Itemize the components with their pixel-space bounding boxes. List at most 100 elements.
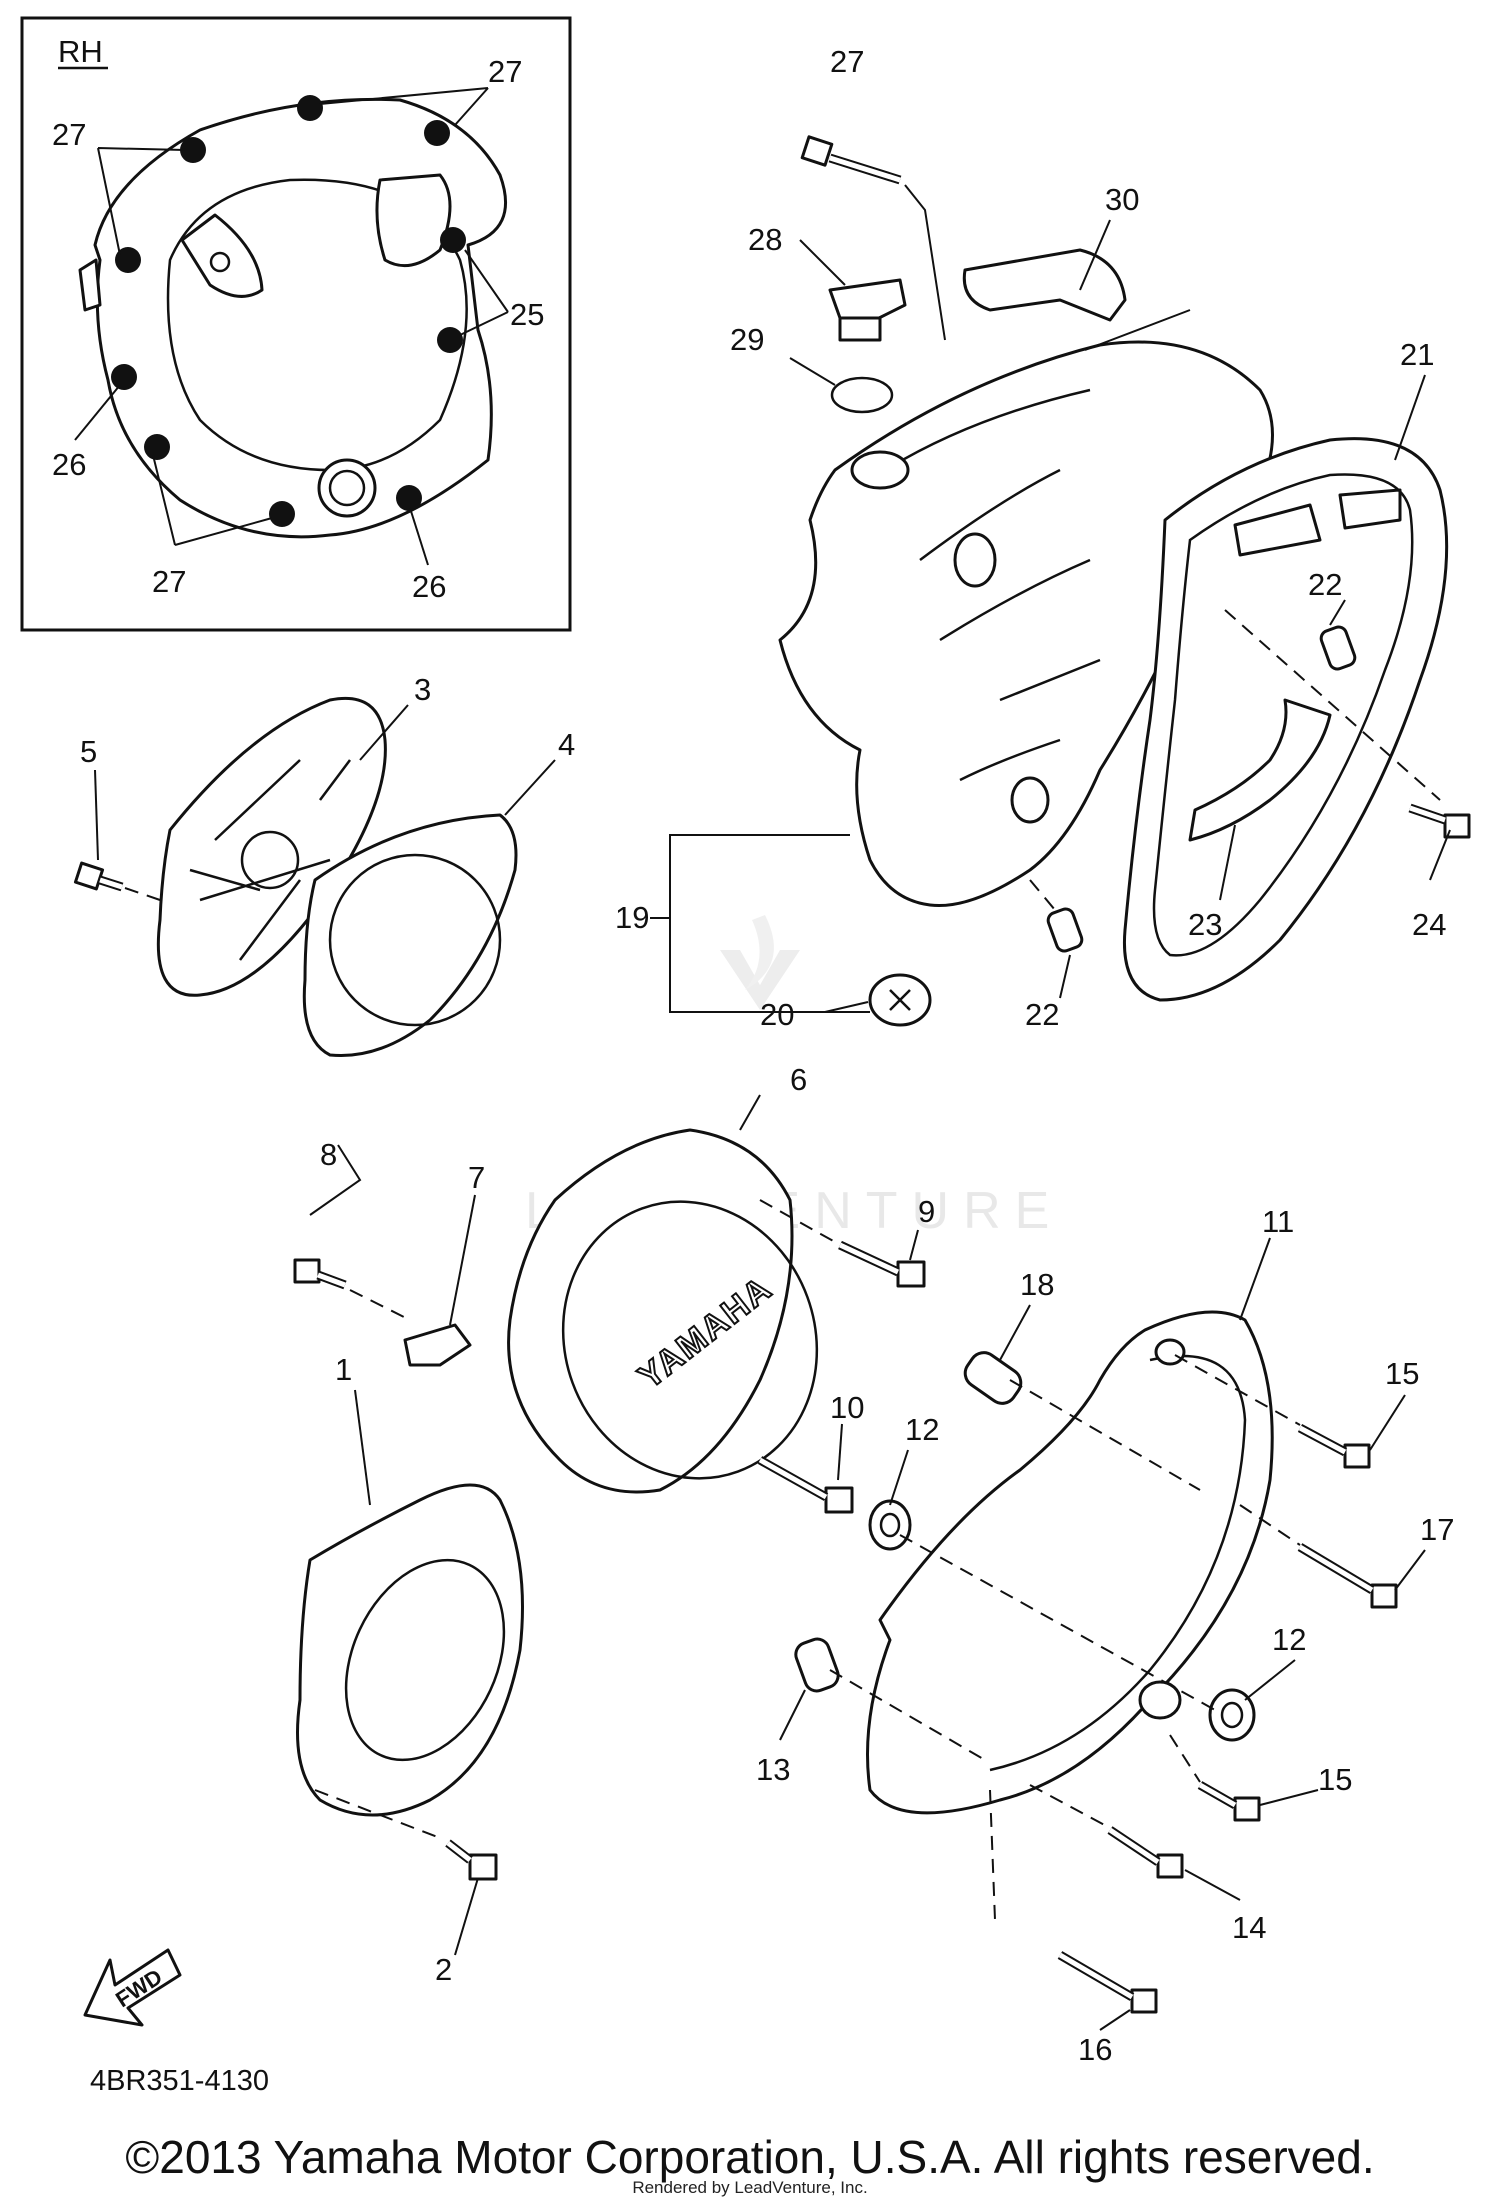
inset-callout-25: 25 [510, 297, 544, 332]
callout-10: 10 [830, 1390, 864, 1425]
callout-16: 16 [1078, 2032, 1112, 2067]
gasket-4-bore [328, 853, 502, 1027]
o-ring-29 [830, 376, 894, 414]
callout-15: 15 [1318, 1762, 1352, 1797]
gasket-21-inner [1152, 473, 1414, 957]
assembly-line [1029, 879, 1056, 911]
seal-12 [868, 1499, 912, 1551]
rh-inset: RH 27 27 25 26 27 26 [20, 16, 572, 632]
inset-leader [319, 87, 489, 126]
callout-5: 5 [80, 734, 97, 769]
inset-cover-opening [166, 178, 468, 472]
callout-30: 30 [1105, 182, 1139, 217]
cover-1-window [344, 1558, 506, 1762]
callout-24: 24 [1412, 907, 1446, 942]
callout-14: 14 [1232, 1910, 1266, 1945]
bolt-2 [314, 1789, 498, 1881]
copyright-notice: ©2013 Yamaha Motor Corporation, U.S.A. A… [125, 2131, 1375, 2183]
seal-12-inner [879, 1512, 901, 1538]
inset-bolt-dot [297, 95, 323, 121]
callout-19: 19 [615, 900, 649, 935]
inset-callout-27: 27 [488, 54, 522, 89]
bolt-15 [1197, 1781, 1261, 1822]
inset-bolt-dot [144, 434, 170, 460]
rendered-by-notice: Rendered by LeadVenture, Inc. [632, 2178, 868, 2197]
inset-bolt-dot [424, 120, 450, 146]
inset-callout-27: 27 [52, 117, 86, 152]
inset-leader [152, 454, 273, 546]
callout-12: 12 [905, 1412, 939, 1447]
bolt-14 [1107, 1826, 1184, 1879]
callout-6: 6 [790, 1062, 807, 1097]
inset-tab [78, 258, 102, 312]
assembly-line [989, 1789, 996, 1921]
inset-plug-inner [328, 469, 366, 507]
crankcase-cover-19 [778, 340, 1274, 908]
cover-1 [296, 1483, 524, 1817]
dowel-13 [794, 1637, 840, 1693]
assembly-line [1239, 1504, 1301, 1546]
bolt-16 [1057, 1951, 1158, 2014]
assembly-line [1009, 1379, 1201, 1491]
callout-9: 9 [918, 1194, 935, 1229]
plate-3-hub [240, 830, 300, 890]
callout-1: 1 [335, 1352, 352, 1387]
callout-13: 13 [756, 1752, 790, 1787]
inset-bolt-dot [180, 137, 206, 163]
inset-callout-26: 26 [412, 569, 446, 604]
inset-label: RH [58, 34, 103, 69]
fwd-arrow-icon: FWD [83, 1948, 182, 2027]
bolt-5 [73, 861, 161, 901]
callout-15: 15 [1385, 1356, 1419, 1391]
callout-7: 7 [468, 1160, 485, 1195]
callout-2: 2 [435, 1952, 452, 1987]
assembly-line [829, 1669, 986, 1761]
filler-cap-28 [828, 278, 907, 322]
inset-leader [459, 249, 509, 336]
filler-cap-28-thread [838, 316, 882, 342]
inset-frame [20, 16, 572, 632]
plate-3-spokes [189, 759, 351, 961]
cover-boss [953, 532, 997, 588]
callout-18: 18 [1020, 1267, 1054, 1302]
inset-leader [409, 507, 429, 566]
inset-bolt-dot [111, 364, 137, 390]
inset-callout-27: 27 [152, 564, 186, 599]
callout-12: 12 [1272, 1622, 1306, 1657]
seal-12-inner [1220, 1701, 1244, 1729]
inset-clip-hole [209, 251, 231, 273]
callout-8: 8 [320, 1137, 337, 1172]
callout-22: 22 [1308, 567, 1342, 602]
callout-23: 23 [1188, 907, 1222, 942]
seal-12 [1208, 1688, 1256, 1742]
gasket-4 [302, 813, 518, 1058]
bolt-27 [800, 135, 902, 185]
callout-29: 29 [730, 322, 764, 357]
plug-20-slot [889, 989, 911, 1011]
inset-bolt-dot [115, 247, 141, 273]
callout-28: 28 [748, 222, 782, 257]
dowel-22 [1319, 625, 1357, 671]
callout-27: 27 [830, 44, 864, 79]
assembly-line [1169, 1734, 1201, 1783]
bolt-17 [1297, 1543, 1398, 1609]
bolt-9 [759, 1199, 926, 1288]
cover-11 [866, 1310, 1274, 1815]
bolt-8 [293, 1258, 411, 1321]
bolt-15 [1297, 1424, 1371, 1469]
leader [904, 184, 946, 341]
gasket-21-slot [1233, 503, 1322, 557]
gasket-21-slot [1338, 488, 1402, 530]
generator-cover-6-face [561, 1200, 819, 1480]
assembly-line [1029, 1784, 1111, 1829]
clip-30 [962, 248, 1127, 322]
callout-4: 4 [558, 727, 575, 762]
oil-filler-hole [850, 450, 910, 490]
inset-bolt-dot [396, 485, 422, 511]
cover-19-ribs [869, 388, 1101, 782]
callout-22: 22 [1025, 997, 1059, 1032]
assembly-line [1174, 1354, 1301, 1426]
callout-17: 17 [1420, 1512, 1454, 1547]
inset-window [375, 173, 452, 268]
bolt-10 [757, 1456, 854, 1514]
